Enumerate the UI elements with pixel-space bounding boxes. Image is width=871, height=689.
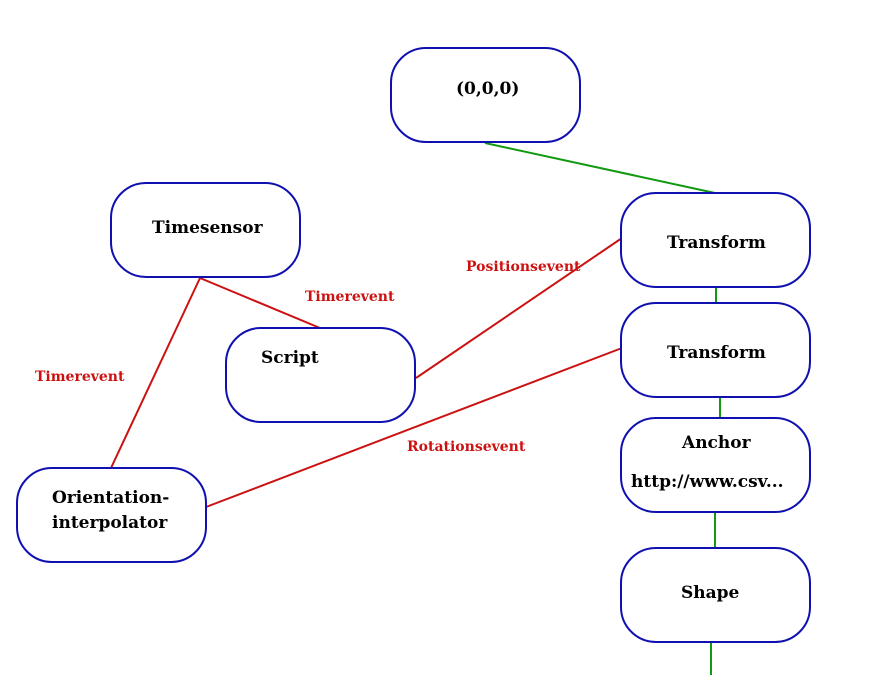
node-transform-2-label: Transform [667, 343, 766, 363]
node-script-label: Script [261, 348, 319, 368]
route-timesensor-interpolator [110, 277, 201, 469]
node-origin: (0,0,0) [390, 47, 581, 143]
route-interpolator-transform [205, 347, 623, 508]
link-origin-transform [484, 142, 716, 194]
node-timesensor: Timesensor [110, 182, 301, 278]
node-shape-label: Shape [681, 583, 740, 603]
node-transform-1: Transform [620, 192, 811, 288]
node-anchor-url: http://www.csv... [631, 472, 784, 492]
node-orientation-interpolator-line2: interpolator [52, 513, 168, 533]
node-transform-2: Transform [620, 302, 811, 398]
route-timesensor-script [199, 277, 321, 329]
node-anchor: Anchor http://www.csv... [620, 417, 811, 513]
node-transform-1-label: Transform [667, 233, 766, 253]
node-origin-label: (0,0,0) [456, 79, 520, 99]
node-timesensor-label: Timesensor [152, 218, 263, 238]
edge-label-positionsevent: Positionsevent [466, 259, 581, 275]
node-orientation-interpolator: Orientation- interpolator [16, 467, 207, 563]
node-anchor-title: Anchor [682, 433, 751, 453]
edge-label-timerevent-interpolator: Timerevent [35, 369, 125, 385]
node-orientation-interpolator-line1: Orientation- [52, 488, 170, 508]
node-shape: Shape [620, 547, 811, 643]
edge-label-rotationsevent: Rotationsevent [407, 439, 526, 455]
node-script: Script [225, 327, 416, 423]
route-script-transform [415, 237, 623, 379]
edge-label-timerevent-script: Timerevent [305, 289, 395, 305]
